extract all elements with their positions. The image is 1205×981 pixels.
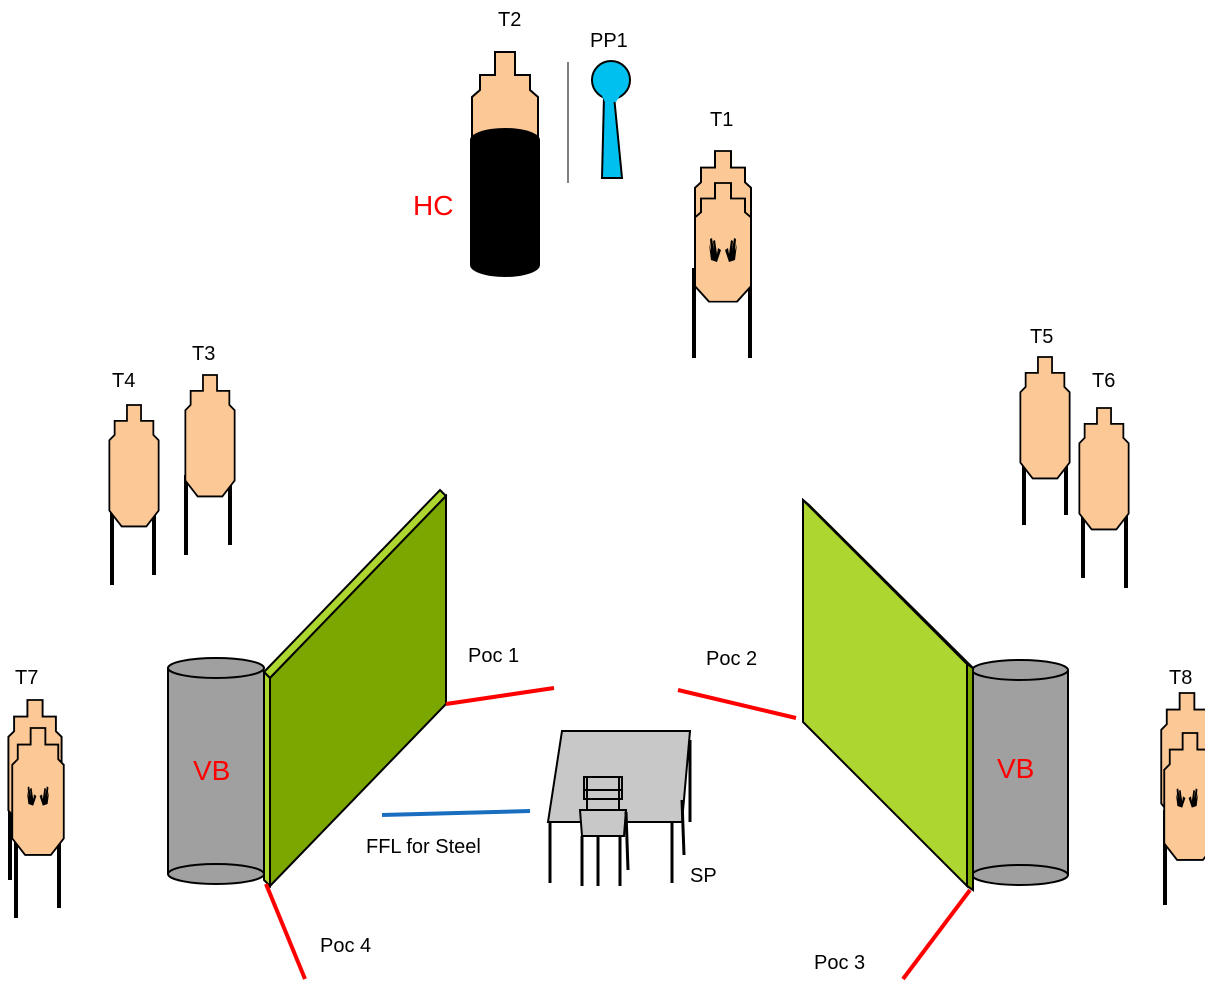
label-pp1: PP1: [590, 30, 628, 52]
target-t4: [108, 404, 160, 585]
label-poc3: Poc 3: [814, 952, 865, 974]
poc1-line: [445, 686, 555, 706]
target-t3: [184, 374, 236, 555]
label-hc: HC: [413, 190, 453, 221]
target-t5: [1019, 356, 1071, 525]
ffl-line: [381, 809, 531, 817]
label-vb-right: VB: [997, 753, 1034, 784]
barrel-right: [971, 659, 1069, 886]
label-ffl: FFL for Steel: [366, 836, 481, 858]
popper-pp1: [591, 60, 631, 179]
label-t1: T1: [710, 109, 733, 131]
wall-right: [802, 497, 974, 892]
label-t2: T2: [498, 9, 521, 31]
target-t7: [7, 699, 65, 918]
label-t7: T7: [15, 667, 38, 689]
hard-cover: [470, 128, 540, 277]
poc2-line: [677, 688, 797, 720]
barrel-left: [167, 657, 265, 885]
wall-left: [262, 488, 448, 889]
label-t6: T6: [1092, 370, 1115, 392]
poc3-line: [901, 888, 972, 981]
label-vb-left: VB: [193, 755, 230, 786]
poc4-line: [264, 883, 307, 980]
label-t8: T8: [1169, 667, 1192, 689]
label-poc2: Poc 2: [706, 648, 757, 670]
label-poc1: Poc 1: [468, 645, 519, 667]
target-t1: [692, 150, 752, 358]
target-t8: [1160, 692, 1205, 905]
target-t6: [1078, 407, 1130, 588]
label-sp: SP: [690, 865, 717, 887]
label-poc4: Poc 4: [320, 935, 371, 957]
label-t4: T4: [112, 370, 135, 392]
label-t5: T5: [1030, 326, 1053, 348]
label-t3: T3: [192, 343, 215, 365]
chair-icon: [578, 776, 630, 886]
target-t2: [471, 51, 539, 141]
